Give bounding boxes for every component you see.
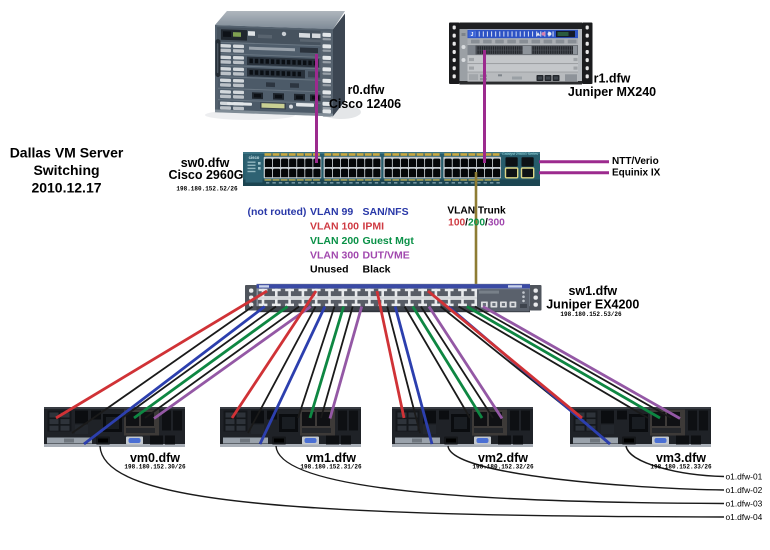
svg-text:r0.dfw: r0.dfw	[348, 83, 385, 97]
svg-text:198.180.152.32/26: 198.180.152.32/26	[472, 464, 534, 471]
svg-text:198.180.152.30/26: 198.180.152.30/26	[124, 464, 186, 471]
svg-text:DUT/VME: DUT/VME	[363, 250, 410, 262]
svg-text:Switching: Switching	[33, 162, 99, 178]
svg-text:vm0.dfw: vm0.dfw	[130, 451, 180, 465]
svg-text:Black: Black	[363, 264, 391, 276]
svg-text:IPMI: IPMI	[363, 221, 385, 233]
svg-text:Unused: Unused	[310, 264, 349, 276]
svg-text:Cisco 12406: Cisco 12406	[329, 97, 401, 111]
svg-text:VLAN 100: VLAN 100	[310, 221, 359, 233]
svg-text:cisco: cisco	[249, 155, 260, 160]
svg-text:Equinix IX: Equinix IX	[612, 168, 661, 179]
svg-text:2010.12.17: 2010.12.17	[31, 180, 101, 196]
svg-text:Juniper MX240: Juniper MX240	[568, 85, 656, 99]
svg-text:VLAN 300: VLAN 300	[310, 250, 359, 262]
svg-text:sw0.dfw: sw0.dfw	[181, 156, 230, 170]
svg-text:vm3.dfw: vm3.dfw	[656, 451, 706, 465]
svg-text:198.180.152.31/26: 198.180.152.31/26	[300, 464, 362, 471]
svg-text:o1.dfw-03: o1.dfw-03	[726, 498, 763, 508]
svg-text:100/200/300: 100/200/300	[448, 218, 505, 229]
svg-text:vm1.dfw: vm1.dfw	[306, 451, 356, 465]
svg-text:Juniper EX4200: Juniper EX4200	[546, 298, 639, 312]
svg-text:o1.dfw-04: o1.dfw-04	[726, 512, 763, 522]
svg-text:VLAN Trunk: VLAN Trunk	[447, 206, 506, 217]
svg-text:VLAN 99: VLAN 99	[310, 206, 353, 218]
svg-text:(not routed): (not routed)	[248, 206, 307, 218]
svg-text:198.180.152.52/26: 198.180.152.52/26	[176, 186, 238, 193]
svg-text:r1.dfw: r1.dfw	[594, 71, 631, 85]
svg-text:198.180.152.33/26: 198.180.152.33/26	[650, 464, 712, 471]
svg-text:198.180.152.53/26: 198.180.152.53/26	[560, 311, 622, 318]
svg-text:VLAN 200: VLAN 200	[310, 235, 359, 247]
svg-text:SAN/NFS: SAN/NFS	[363, 206, 409, 218]
svg-text:Catalyst 2960G Series: Catalyst 2960G Series	[502, 152, 538, 156]
svg-text:o1.dfw-01: o1.dfw-01	[726, 471, 763, 481]
svg-text:o1.dfw-02: o1.dfw-02	[726, 485, 763, 495]
svg-text:J: J	[471, 32, 474, 38]
svg-text:Guest Mgt: Guest Mgt	[363, 235, 415, 247]
svg-text:NTT/Verio: NTT/Verio	[612, 156, 659, 167]
svg-text:Dallas VM Server: Dallas VM Server	[10, 145, 124, 161]
svg-text:sw1.dfw: sw1.dfw	[568, 284, 617, 298]
svg-text:Cisco 2960G: Cisco 2960G	[168, 168, 243, 182]
svg-text:vm2.dfw: vm2.dfw	[478, 451, 528, 465]
